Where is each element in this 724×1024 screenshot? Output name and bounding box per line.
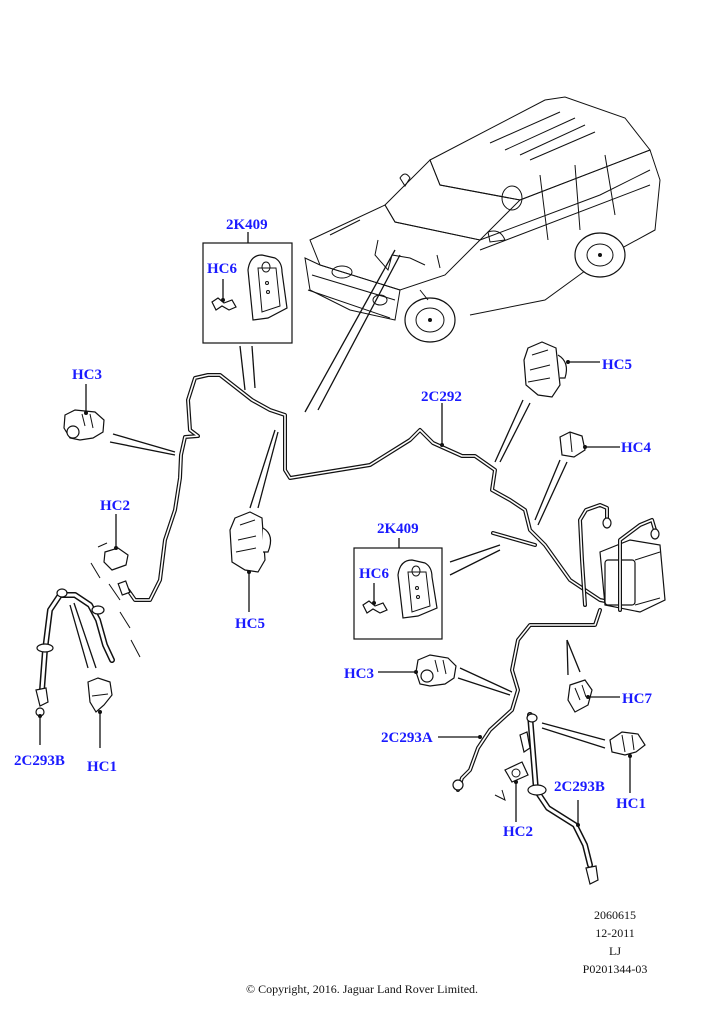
illustrator-initials: LJ xyxy=(609,944,621,958)
bracket-box-top xyxy=(202,232,293,344)
illustration-ref-number: 2060615 xyxy=(594,908,636,922)
callout-hc2-right[interactable]: HC2 xyxy=(503,824,533,840)
callout-hc3-left[interactable]: HC3 xyxy=(72,367,102,383)
callout-hc3-right[interactable]: HC3 xyxy=(344,666,374,682)
callout-hc6-bottom[interactable]: HC6 xyxy=(359,566,389,582)
callout-2c293a[interactable]: 2C293A xyxy=(381,730,433,746)
callout-2c293b-left[interactable]: 2C293B xyxy=(14,753,65,769)
callout-2k409-top[interactable]: 2K409 xyxy=(226,217,268,233)
bracket-box-bottom xyxy=(353,538,501,640)
clip-hc3-right xyxy=(378,654,513,696)
clip-hc7 xyxy=(566,639,620,713)
clip-hc5-right xyxy=(494,341,600,463)
callout-hc5-right[interactable]: HC5 xyxy=(602,357,632,373)
illustration-date: 12-2011 xyxy=(595,926,635,940)
callout-hc2-left[interactable]: HC2 xyxy=(100,498,130,514)
clip-hc1-left xyxy=(87,677,113,748)
copyright-notice: © Copyright, 2016. Jaguar Land Rover Lim… xyxy=(245,982,479,996)
callout-2k409-bottom[interactable]: 2K409 xyxy=(377,521,419,537)
brake-pipe-2c293a xyxy=(438,608,602,792)
brake-hose-2c293b-left xyxy=(35,588,115,745)
callout-hc7[interactable]: HC7 xyxy=(622,691,652,707)
callout-hc6-top[interactable]: HC6 xyxy=(207,261,237,277)
clip-hc5-middle xyxy=(229,429,279,612)
callout-hc5-middle[interactable]: HC5 xyxy=(235,616,265,632)
brake-pipe-2c292 xyxy=(126,373,627,607)
illustration-part-code: P0201344-03 xyxy=(582,962,648,976)
callout-2c293b-right[interactable]: 2C293B xyxy=(554,779,605,795)
callout-hc4[interactable]: HC4 xyxy=(621,440,651,456)
clip-hc4 xyxy=(534,431,620,526)
clip-hc2-right xyxy=(494,731,531,822)
abs-modulator xyxy=(578,503,666,613)
clip-hc1-right xyxy=(609,731,646,793)
callout-hc1-left[interactable]: HC1 xyxy=(87,759,117,775)
callout-hc1-right[interactable]: HC1 xyxy=(616,796,646,812)
brake-hose-2c293b-right xyxy=(526,712,606,885)
clip-hc3-left xyxy=(63,384,176,456)
vehicle-illustration xyxy=(304,96,661,343)
callout-2c292[interactable]: 2C292 xyxy=(421,389,462,405)
clip-hc2-left xyxy=(90,514,141,658)
